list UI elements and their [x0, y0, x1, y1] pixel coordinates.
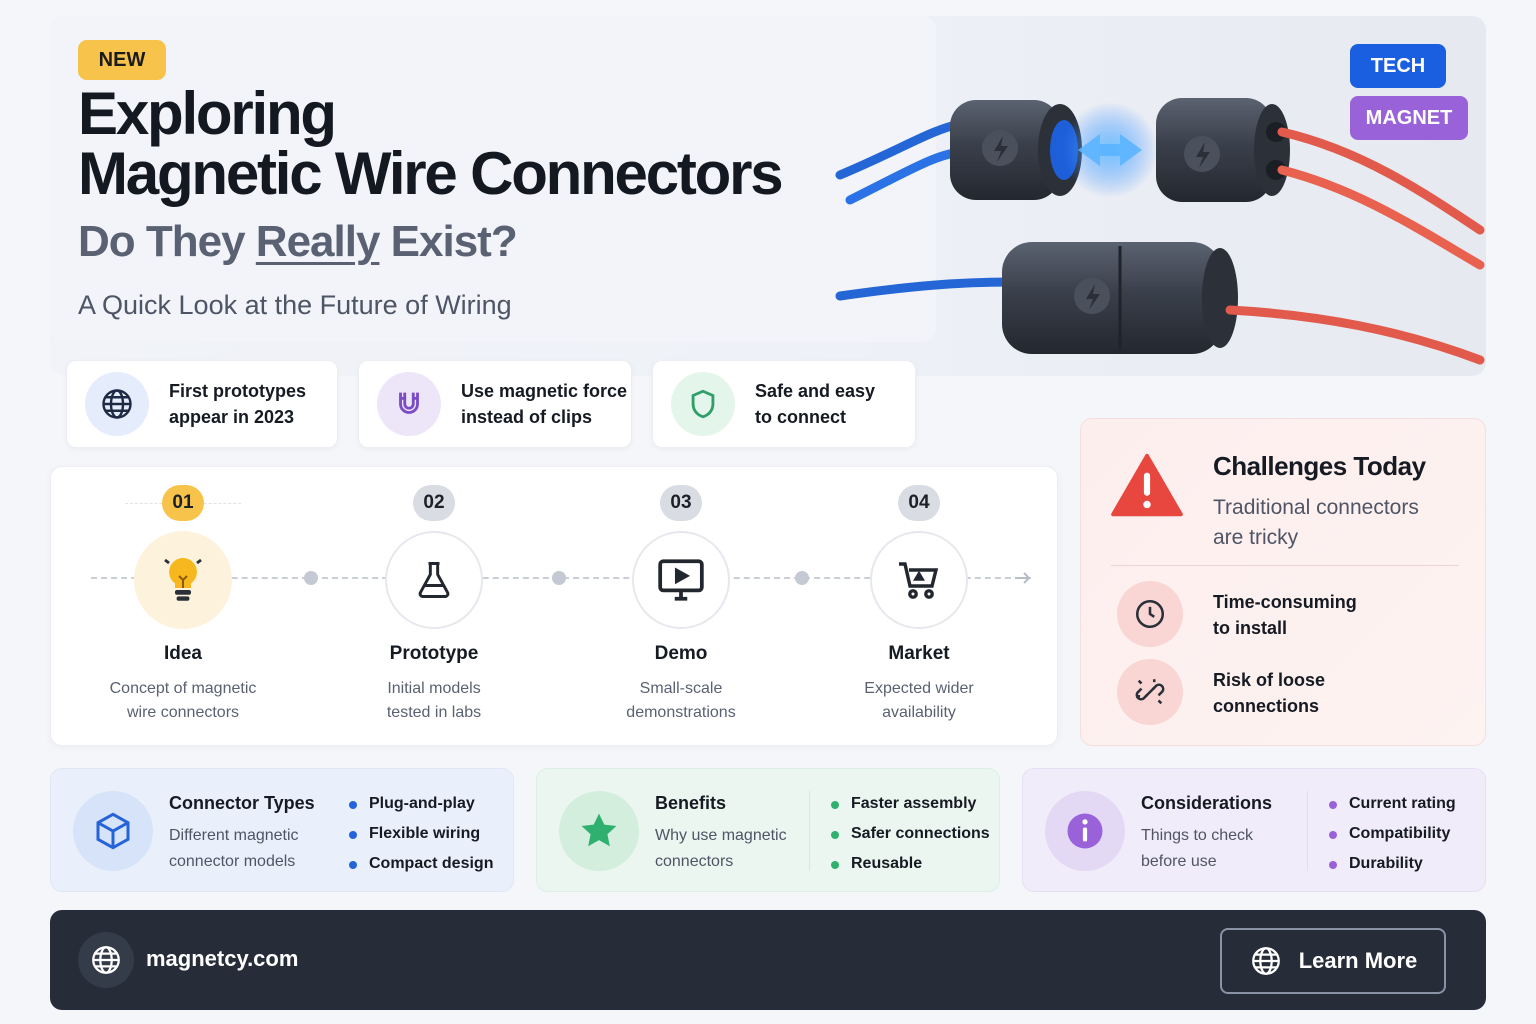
tagline: A Quick Look at the Future of Wiring	[78, 290, 512, 320]
step-name: Market	[888, 643, 950, 664]
card-connector-types[interactable]: Connector Types Different magnetic conne…	[50, 768, 514, 892]
shield-icon	[671, 372, 735, 436]
card-title: Considerations	[1141, 793, 1273, 813]
learn-more-label: Learn More	[1298, 948, 1418, 973]
challenges-subtitle: Traditional connectors are tricky	[1213, 496, 1419, 549]
list-item: Plug-and-play	[349, 789, 493, 819]
broken-link-icon	[1117, 659, 1183, 725]
list-item: Compatibility	[1329, 819, 1456, 849]
card-desc: Why use magnetic connectors	[655, 827, 787, 870]
list-item: Faster assembly	[831, 789, 990, 819]
list-item: Reusable	[831, 849, 990, 879]
page-title: Exploring Magnetic Wire Connectors	[78, 80, 784, 207]
flask-icon	[385, 531, 483, 629]
feature-label: Safe and easy to connect	[755, 381, 876, 427]
card-bullets: Faster assembly Safer connections Reusab…	[831, 789, 990, 879]
timeline-dot	[552, 571, 566, 585]
step-desc: Concept of magnetic wire connectors	[109, 680, 257, 721]
info-icon	[1045, 791, 1125, 871]
star-icon	[559, 791, 639, 871]
step-name: Prototype	[389, 643, 479, 664]
step-number: 04	[898, 485, 940, 521]
cart-icon	[870, 531, 968, 629]
subtitle-emphasis: Really	[255, 217, 381, 266]
divider	[1307, 791, 1308, 871]
clock-icon	[1117, 581, 1183, 647]
card-title: Connector Types	[169, 793, 315, 813]
monitor-play-icon	[632, 531, 730, 629]
timeline-panel: 01 Idea Concept of magnetic wire connect…	[50, 466, 1058, 746]
card-bullets: Plug-and-play Flexible wiring Compact de…	[349, 789, 493, 879]
feature-label: Use magnetic force instead of clips	[461, 381, 628, 427]
step-name: Demo	[654, 643, 708, 664]
list-item: Flexible wiring	[349, 819, 493, 849]
divider	[809, 791, 810, 871]
card-bullets: Current rating Compatibility Durability	[1329, 789, 1456, 879]
footer-bar: magnetcy.com Learn More	[50, 910, 1486, 1010]
title-line-1: Exploring	[78, 80, 337, 147]
divider	[1111, 565, 1459, 566]
card-desc: Things to check before use	[1141, 827, 1254, 870]
step-desc: Small-scale demonstrations	[626, 680, 736, 721]
page-subtitle: Do They Really Exist?	[78, 217, 518, 266]
step-number: 03	[660, 485, 702, 521]
timeline-dot	[304, 571, 318, 585]
magnet-icon	[377, 372, 441, 436]
hero-text-panel	[50, 16, 936, 342]
new-badge: NEW	[78, 40, 166, 80]
tag-magnet[interactable]: MAGNET	[1350, 96, 1468, 140]
feature-label: First prototypes appear in 2023	[169, 381, 307, 427]
lightbulb-icon	[134, 531, 232, 629]
step-desc: Expected wider availability	[864, 680, 974, 721]
step-desc: Initial models tested in labs	[386, 680, 482, 721]
globe-icon	[85, 372, 149, 436]
connector-illustration	[835, 98, 1485, 365]
card-desc: Different magnetic connector models	[169, 827, 299, 870]
feature-magnetic-force: Use magnetic force instead of clips	[358, 360, 632, 448]
cube-icon	[73, 791, 153, 871]
challenges-title: Challenges Today	[1213, 451, 1426, 481]
challenges-panel: Challenges Today Traditional connectors …	[1080, 418, 1486, 746]
list-item: Compact design	[349, 849, 493, 879]
globe-icon	[78, 932, 134, 988]
card-considerations[interactable]: Considerations Things to check before us…	[1022, 768, 1486, 892]
subtitle-pre: Do They	[78, 217, 256, 266]
step-name: Idea	[163, 643, 203, 664]
tag-tech[interactable]: TECH	[1350, 44, 1446, 88]
card-benefits[interactable]: Benefits Why use magnetic connectors Fas…	[536, 768, 1000, 892]
step-number: 02	[413, 485, 455, 521]
step-number: 01	[162, 485, 204, 521]
feature-prototypes: First prototypes appear in 2023	[66, 360, 338, 448]
learn-more-button[interactable]: Learn More	[1220, 928, 1446, 994]
timeline-dot	[795, 571, 809, 585]
list-item: Durability	[1329, 849, 1456, 879]
title-line-2: Magnetic Wire Connectors	[78, 140, 784, 207]
list-item: Safer connections	[831, 819, 990, 849]
globe-icon	[1251, 947, 1280, 975]
list-item: Current rating	[1329, 789, 1456, 819]
website-link[interactable]: magnetcy.com	[146, 946, 299, 971]
card-title: Benefits	[655, 793, 727, 813]
arrow-right-icon	[1015, 572, 1031, 584]
challenge-item: Risk of loose connections	[1213, 670, 1326, 716]
challenge-item: Time-consuming to install	[1213, 592, 1357, 638]
warning-icon	[1111, 453, 1183, 517]
subtitle-post: Exist?	[379, 217, 518, 266]
feature-safe: Safe and easy to connect	[652, 360, 916, 448]
